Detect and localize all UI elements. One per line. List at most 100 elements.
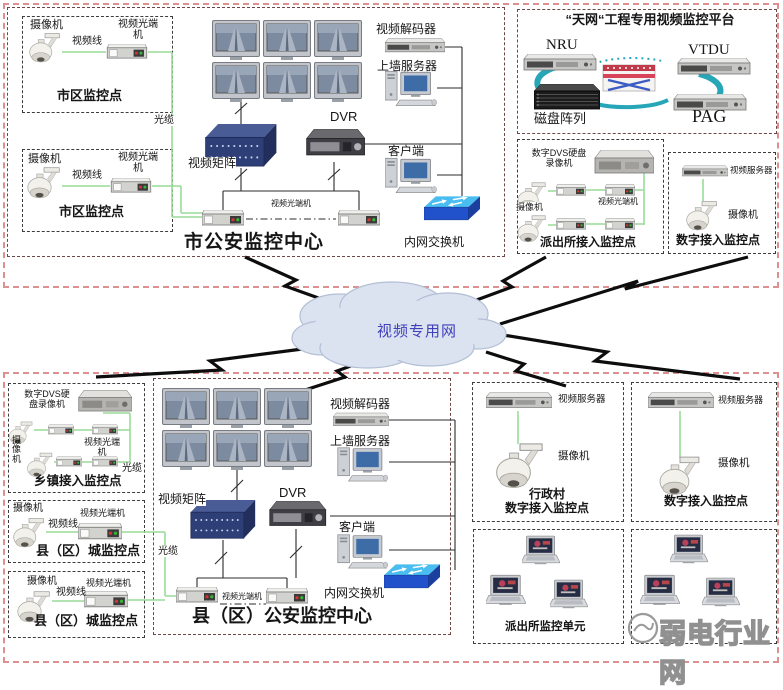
village-title-line2: 数字接入监控点 — [505, 501, 590, 515]
monitor-icon — [162, 388, 210, 428]
dvs-recorder-label: 数字DVS硬盘录像机 — [531, 148, 587, 169]
nru-label: NRU — [546, 37, 578, 53]
optical-transceiver-label: 视频光端机 — [118, 152, 158, 175]
client-pc-icon — [385, 156, 437, 194]
optical-transceiver-label: 视频光端机 — [118, 19, 158, 42]
county-center-title: 县（区）公安监控中心 — [192, 606, 372, 626]
county-town-2-title: 县（区）城监控点 — [34, 613, 139, 628]
city-center-title: 市公安监控中心 — [184, 232, 325, 253]
camera-label: 摄像机 — [718, 457, 750, 469]
monitor-icon — [212, 62, 260, 102]
dvs-recorder-icon — [592, 150, 654, 176]
optical-transceiver-icon — [556, 218, 586, 231]
intranet-switch-icon — [384, 562, 440, 592]
optical-transceiver-label: 视频光端机 — [86, 578, 132, 588]
video-matrix-label: 视频矩阵 — [188, 156, 237, 171]
client-label: 客户端 — [339, 520, 376, 534]
optical-transceiver-icon — [176, 587, 218, 604]
video-decoder-icon — [333, 411, 389, 429]
video-server-label: 视频服务器 — [730, 165, 773, 175]
digital-access-br-title: 数字接入监控点 — [664, 494, 749, 508]
fiber-optic-label: 光缆 — [154, 115, 174, 127]
video-cable-label: 视频线 — [72, 170, 102, 181]
digital-access-mid-box — [668, 152, 776, 254]
optical-transceiver-icon — [106, 44, 148, 60]
wall-server-icon — [337, 446, 389, 482]
video-cable-label: 视频线 — [48, 519, 78, 530]
monitor-icon — [213, 388, 261, 428]
monitor-icon — [264, 388, 312, 428]
optical-transceiver-label: 视频光端机 — [598, 197, 638, 207]
optical-transceiver-icon — [202, 210, 244, 227]
client-pc-icon — [337, 533, 389, 569]
optical-transceiver-icon — [84, 591, 128, 609]
camera-label: 摄像机 — [728, 210, 758, 221]
dvr-icon — [303, 126, 365, 162]
optical-transceiver-icon — [556, 184, 586, 197]
monitor-icon — [213, 430, 261, 470]
camera-label: 摄像机 — [28, 153, 61, 165]
optical-transceiver-icon — [605, 184, 635, 197]
pag-label: PAG — [692, 106, 727, 126]
township-point-box — [8, 383, 145, 493]
vtdu-server-icon — [676, 58, 752, 76]
station-unit-box — [473, 529, 624, 644]
optical-transceiver-icon — [56, 456, 82, 468]
county-town-1-title: 县（区）城监控点 — [36, 543, 141, 558]
video-server-icon — [486, 391, 552, 411]
video-decoder-label: 视频解码器 — [330, 397, 391, 411]
camera-icon — [28, 32, 62, 64]
nru-server-icon — [522, 54, 598, 72]
vtdu-label: VTDU — [688, 42, 730, 58]
optical-transceiver-icon — [92, 424, 118, 436]
monitor-icon — [263, 62, 311, 102]
monitor-icon — [314, 20, 362, 60]
camera-label: 摄像机 — [516, 202, 544, 213]
laptop-icon — [670, 533, 708, 567]
camera-label: 摄像机 — [27, 576, 57, 587]
fiber-optic-label: 光缆 — [158, 546, 178, 558]
watermark-text: 弱电行业网 — [658, 618, 771, 689]
urban-point-2-title: 市区监控点 — [59, 204, 125, 219]
cloud-label: 视频专用网 — [377, 323, 458, 340]
optical-transceiver-icon — [78, 523, 122, 541]
camera-label: 摄像机 — [13, 503, 43, 514]
skynet-title: “天网“工程专用视频监控平台 — [565, 12, 735, 27]
laptop-icon — [640, 573, 680, 609]
camera-icon — [654, 456, 706, 496]
optical-transceiver-label: 视频光端机 — [222, 592, 262, 602]
monitor-icon — [263, 20, 311, 60]
monitor-icon — [212, 20, 260, 60]
optical-transceiver-label: 视频光端机 — [80, 508, 126, 518]
monitor-icon — [264, 430, 312, 470]
camera-label: 摄像机 — [12, 435, 22, 464]
intranet-switch-label: 内网交换机 — [324, 586, 385, 600]
wall-server-icon — [385, 69, 437, 107]
optical-transceiver-icon — [338, 210, 380, 227]
optical-transceiver-icon — [92, 456, 118, 468]
laptop-icon — [486, 573, 526, 609]
camera-icon — [685, 200, 719, 232]
urban-point-1-title: 市区监控点 — [57, 88, 123, 103]
station-unit-2-box — [631, 529, 777, 644]
optical-transceiver-icon — [266, 588, 308, 605]
video-server-label: 视频服务器 — [718, 395, 764, 405]
platform-core-icon — [600, 62, 658, 94]
police-access-box — [517, 139, 664, 254]
monitor-icon — [314, 62, 362, 102]
wall-server-label: 上墙服务器 — [377, 59, 438, 73]
video-matrix-label: 视频矩阵 — [158, 492, 207, 507]
laptop-icon — [522, 534, 560, 568]
video-cable-label: 视频线 — [56, 587, 86, 598]
dvr-label: DVR — [330, 109, 358, 124]
dvs-recorder-icon — [76, 390, 132, 414]
video-server-icon — [682, 164, 728, 179]
digital-access-mid-title: 数字接入监控点 — [676, 233, 761, 247]
optical-transceiver-icon — [605, 218, 635, 231]
dvs-recorder-label: 数字DVS硬盘录像机 — [24, 389, 70, 410]
laptop-icon — [702, 576, 740, 610]
wall-server-label: 上墙服务器 — [330, 434, 391, 448]
disk-array-icon — [534, 84, 600, 112]
monitor-icon — [162, 430, 210, 470]
camera-icon — [26, 166, 62, 200]
